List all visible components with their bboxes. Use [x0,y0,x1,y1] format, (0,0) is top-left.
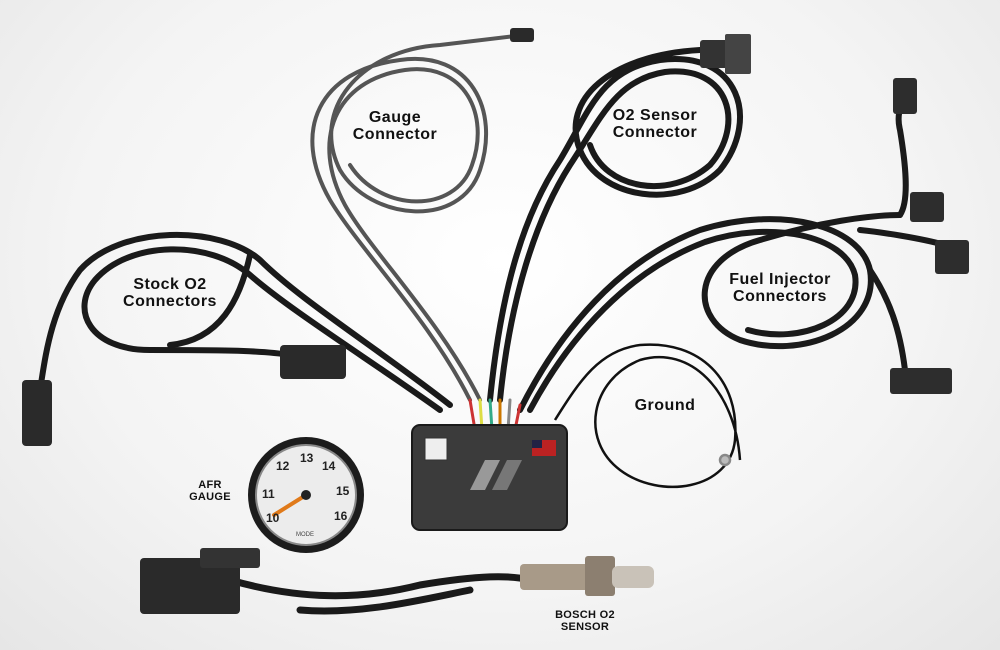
o2-sensor-connector-plug [700,34,751,74]
gauge-connector-plug [510,28,534,42]
afr-gauge-label: AFR GAUGE [189,479,231,503]
o2-sensor-connector-cable [487,47,743,403]
o2-sensor-connector-label: O2 Sensor Connector [612,107,698,141]
stock-o2-plug-1 [22,380,52,446]
ground-label: Ground [634,397,696,414]
fuel-injector-connectors-label: Fuel Injector Connectors [729,271,831,305]
stock-o2-plug-2 [280,345,346,379]
injector-plug-2 [910,192,944,222]
injector-plug-1 [893,78,917,114]
qr-code [424,437,448,461]
injector-plug-4 [890,368,952,394]
stock-o2-connectors-label: Stock O2 Connectors [123,276,217,310]
gauge-tick-13: 13 [300,451,314,465]
gauge-tick-15: 15 [336,484,350,498]
gauge-tick-14: 14 [322,459,336,473]
afr-gauge: 10 11 12 13 14 15 16 MODE [248,437,364,553]
logo-mark [470,460,500,490]
bosch-o2-sensor [520,556,654,596]
gauge-tick-11: 11 [262,487,275,501]
gauge-mode-label: MODE [296,532,314,538]
gauge-tick-10: 10 [266,511,280,525]
bosch-sensor-connector [140,548,260,614]
bosch-o2-sensor-label: BOSCH O2 SENSOR [555,609,615,633]
controller-module [411,424,568,531]
injector-plug-3 [935,240,969,274]
bosch-sensor-cable [226,573,534,615]
gauge-needle [272,493,308,517]
gauge-connector-cable [310,34,517,402]
gauge-connector-label: Gauge Connector [352,109,438,143]
gauge-tick-16: 16 [334,509,348,523]
ground-wire [553,343,742,489]
stock-o2-cable [37,231,453,413]
gauge-tick-12: 12 [276,459,290,473]
